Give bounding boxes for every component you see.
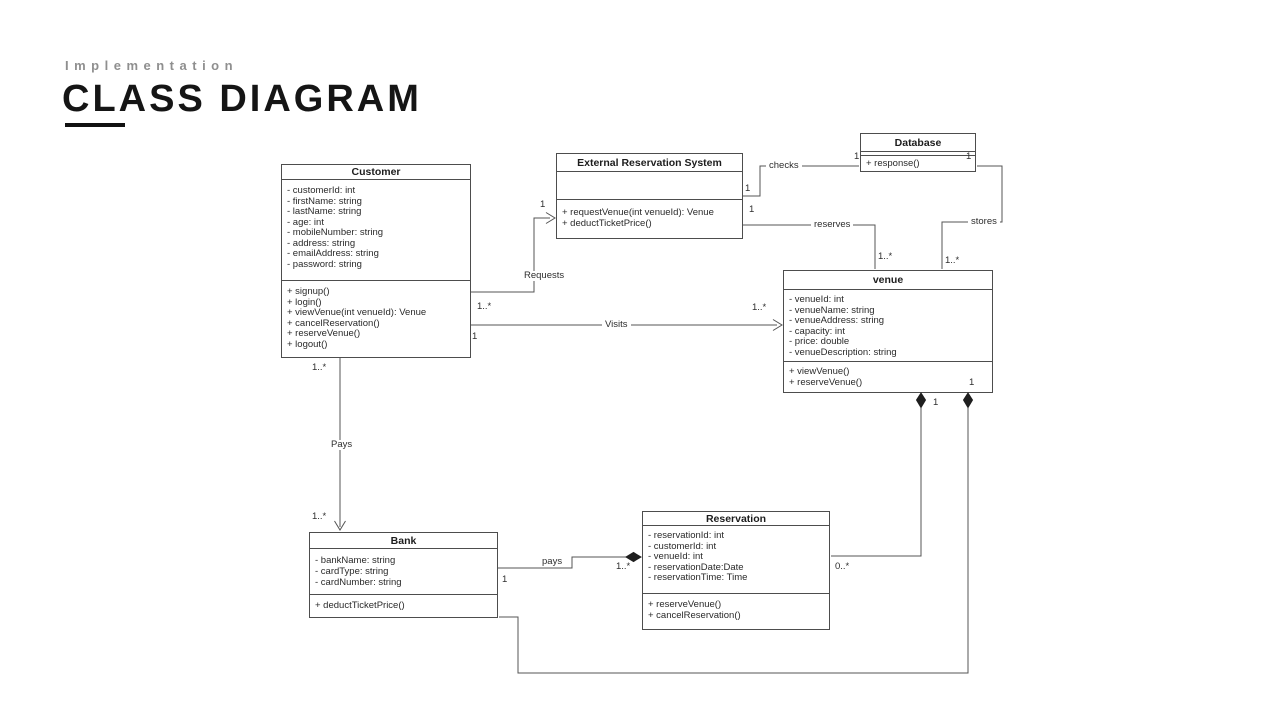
class-bank: Bank - bankName: string - cardType: stri… (309, 532, 498, 618)
class-reservation-methods: + reserveVenue() + cancelReservation() (643, 593, 829, 629)
slide-title: CLASS DIAGRAM (62, 78, 422, 120)
slide-kicker: Implementation (65, 58, 239, 73)
multiplicity-bank-pays-reservation: 1..* (616, 561, 631, 572)
multiplicity-stores-database: 1 (966, 151, 972, 162)
attribute: - lastName: string (287, 206, 362, 217)
attribute: - cardType: string (315, 566, 389, 577)
class-customer-methods: + signup() + login() + viewVenue(int ven… (282, 280, 470, 357)
attribute: - cardNumber: string (315, 577, 402, 588)
multiplicity-reserves-system: 1 (749, 204, 755, 215)
class-database: Database + response() (860, 133, 976, 172)
method: + deductTicketPrice() (562, 217, 652, 229)
class-ers-title: External Reservation System (577, 156, 722, 169)
multiplicity-visits-customer: 1 (472, 331, 478, 342)
method: + reserveVenue() (648, 599, 722, 610)
attribute: - capacity: int (789, 325, 845, 337)
method: + requestVenue(int venueId): Venue (562, 207, 714, 218)
connector-reserves (743, 224, 876, 269)
multiplicity-bank-pays-bank: 1 (502, 574, 508, 585)
attribute: - price: double (789, 336, 850, 347)
attribute: - venueName: string (789, 304, 875, 316)
method: + cancelReservation() (648, 609, 741, 621)
class-ers-methods: + requestVenue(int venueId): Venue + ded… (557, 199, 742, 238)
class-bank-title: Bank (390, 534, 417, 547)
composition-diamond-icon (962, 392, 974, 409)
attribute: - reservationTime: Time (648, 572, 748, 583)
class-bank-methods: + deductTicketPrice() (310, 594, 497, 617)
attribute: - emailAddress: string (287, 248, 379, 259)
association-label-reserves: reserves (811, 220, 854, 230)
method: + reserveVenue() (789, 376, 863, 388)
attribute: - venueId: int (648, 551, 703, 562)
class-venue-title: venue (872, 274, 904, 286)
multiplicity-requests-customer: 1..* (477, 301, 492, 312)
multiplicity-reserves-venue: 1..* (878, 251, 893, 262)
attribute: - age: int (287, 216, 324, 228)
class-bank-attributes: - bankName: string - cardType: string - … (310, 548, 497, 594)
class-database-title: Database (894, 136, 942, 149)
class-database-attributes (861, 151, 975, 155)
class-database-methods: + response() (861, 155, 975, 171)
class-reservation: Reservation - reservationId: int - custo… (642, 511, 830, 630)
open-arrow-icon (334, 520, 346, 531)
composition-diamond-icon (915, 392, 927, 409)
attribute: - mobileNumber: string (287, 227, 384, 238)
class-venue-methods: + viewVenue() + reserveVenue() (784, 361, 992, 392)
method: + signup() (287, 286, 330, 297)
title-underline (65, 123, 125, 127)
multiplicity-visits-venue: 1..* (752, 302, 767, 313)
multiplicity-venue-bank-venue: 1 (969, 377, 975, 388)
method: + viewVenue(int venueId): Venue (287, 307, 427, 318)
class-reservation-title: Reservation (705, 512, 767, 525)
attribute: - password: string (287, 258, 362, 270)
attribute: - venueDescription: string (789, 346, 897, 358)
method: + deductTicketPrice() (315, 600, 405, 611)
class-customer-title: Customer (351, 166, 401, 178)
method: + login() (287, 296, 322, 308)
attribute: - bankName: string (315, 555, 396, 566)
multiplicity-venue-reservation-reservation: 0..* (835, 561, 850, 572)
class-customer-attributes: - customerId: int - firstName: string - … (282, 179, 470, 280)
method: + response() (866, 158, 920, 169)
class-customer: Customer - customerId: int - firstName: … (281, 164, 471, 358)
open-arrow-icon (545, 212, 556, 224)
multiplicity-venue-reservation-venue: 1 (933, 397, 939, 408)
multiplicity-checks-system: 1 (745, 183, 751, 194)
multiplicity-stores-venue: 1..* (945, 255, 960, 266)
multiplicity-pays-bank: 1..* (312, 511, 327, 522)
association-label-stores: stores (968, 217, 1000, 227)
class-venue-attributes: - venueId: int - venueName: string - ven… (784, 289, 992, 361)
open-arrow-icon (772, 319, 783, 331)
association-label-bank-pays: pays (539, 557, 566, 567)
multiplicity-checks-database: 1 (854, 151, 860, 162)
attribute: - address: string (287, 237, 356, 249)
method: + reserveVenue() (287, 328, 361, 339)
association-label-visits: Visits (602, 320, 631, 330)
attribute: - customerId: int (287, 185, 356, 196)
class-venue: venue - venueId: int - venueName: string… (783, 270, 993, 393)
connector-venue-reservation (831, 407, 922, 557)
attribute: - firstName: string (287, 195, 362, 207)
method: + logout() (287, 338, 328, 350)
method: + cancelReservation() (287, 317, 380, 329)
association-label-requests: Requests (521, 271, 568, 281)
multiplicity-requests-system: 1 (540, 199, 546, 210)
attribute: - venueId: int (789, 294, 844, 305)
class-reservation-attributes: - reservationId: int - customerId: int -… (643, 525, 829, 593)
attribute: - venueAddress: string (789, 315, 885, 326)
multiplicity-pays-customer: 1..* (312, 362, 327, 373)
method: + viewVenue() (789, 366, 850, 377)
association-label-checks: checks (766, 161, 802, 171)
attribute: - reservationId: int (648, 530, 725, 541)
class-external-reservation-system: External Reservation System + requestVen… (556, 153, 743, 239)
class-ers-attributes (557, 171, 742, 199)
association-label-pays: Pays (328, 440, 356, 450)
